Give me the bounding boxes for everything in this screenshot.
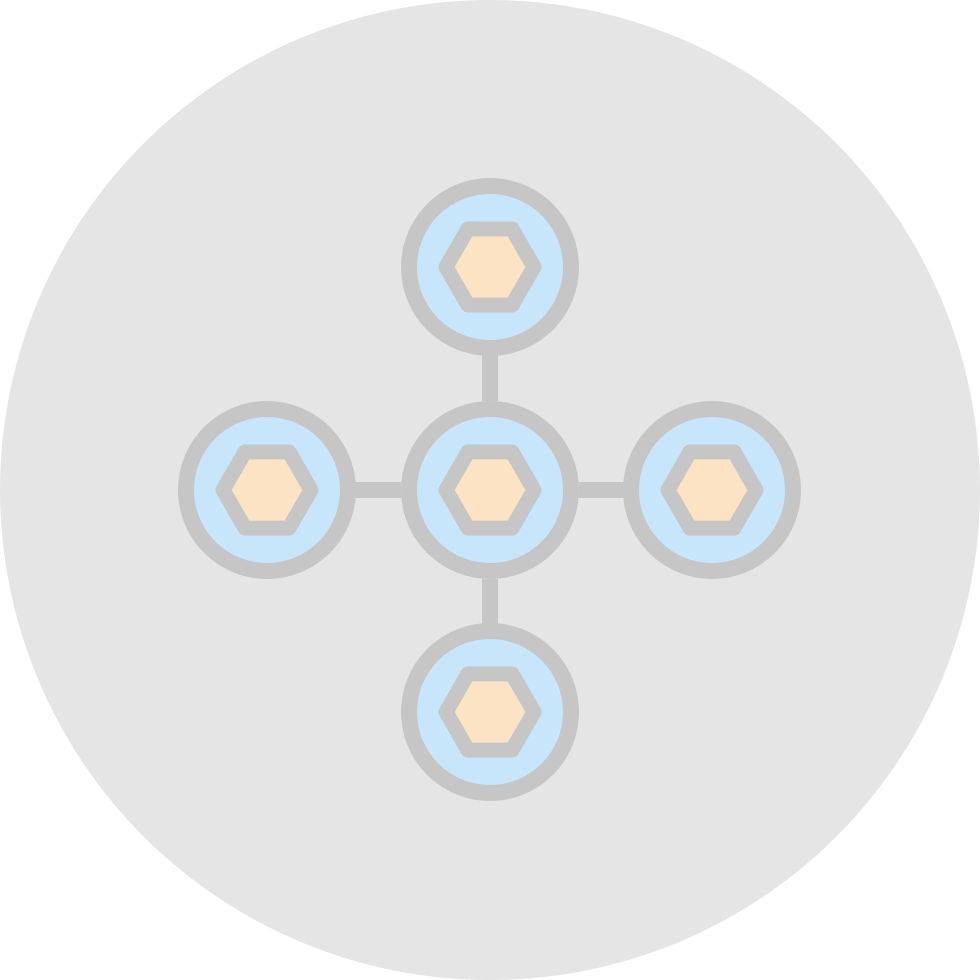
hexagon-left: [215, 444, 319, 536]
node-group: [178, 178, 801, 801]
connector-lines: [355, 355, 625, 625]
hexagon-top: [438, 221, 542, 313]
hexagon-bottom: [438, 666, 542, 758]
hexagon-right: [660, 444, 764, 536]
node-right: [623, 401, 801, 579]
node-bottom: [401, 623, 579, 801]
node-center: [401, 401, 579, 579]
hexagon-center: [438, 444, 542, 536]
node-top: [401, 178, 579, 356]
node-left: [178, 401, 356, 579]
